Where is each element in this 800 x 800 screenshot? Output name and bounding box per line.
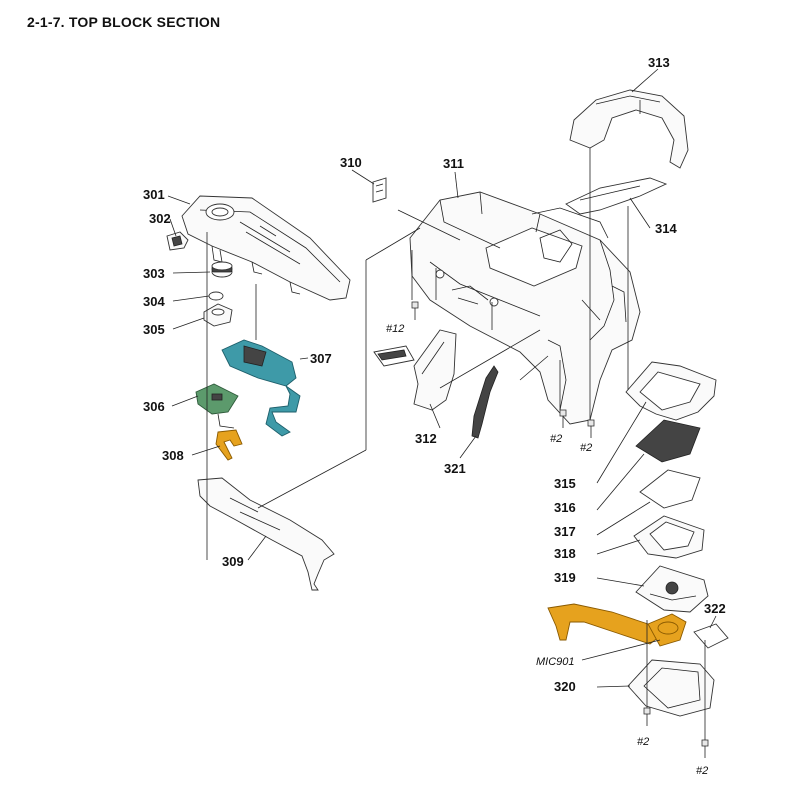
part-313-cover[interactable] (569, 89, 689, 169)
screw-2a (559, 409, 567, 428)
part-306-pcb[interactable] (195, 383, 239, 429)
label-screw-12: #12 (386, 323, 404, 335)
section-title: 2-1-7. TOP BLOCK SECTION (27, 14, 221, 30)
part-319-unit[interactable] (635, 565, 709, 613)
part-310-label[interactable] (372, 177, 387, 203)
screw-12 (411, 301, 419, 320)
part-309-bracket[interactable] (197, 477, 335, 591)
label-311: 311 (443, 156, 464, 171)
label-screw-2b: #2 (580, 442, 592, 454)
screw-2d (701, 739, 709, 758)
label-screw-2d: #2 (696, 765, 708, 777)
label-319: 319 (554, 570, 576, 585)
label-310: 310 (340, 155, 362, 170)
label-308: 308 (162, 448, 184, 463)
label-322: 322 (704, 601, 726, 616)
label-321: 321 (444, 461, 466, 476)
part-321-strip[interactable] (471, 365, 499, 439)
part-320-plate[interactable] (627, 659, 715, 717)
leader-lines (167, 68, 717, 740)
label-317: 317 (554, 524, 576, 539)
label-312: 312 (415, 431, 437, 446)
label-316: 316 (554, 500, 576, 515)
label-screw-2c: #2 (637, 736, 649, 748)
part-322-pad[interactable] (693, 623, 729, 649)
label-318: 318 (554, 546, 576, 561)
label-303: 303 (143, 266, 165, 281)
part-311-top-frame[interactable] (409, 191, 641, 425)
label-305: 305 (143, 322, 165, 337)
part-302-clip[interactable] (166, 231, 189, 251)
part-308-flex[interactable] (215, 429, 243, 461)
part-303-dial[interactable] (211, 261, 233, 278)
label-mic901: MIC901 (536, 656, 575, 668)
label-302: 302 (149, 211, 171, 226)
part-315-frame[interactable] (625, 361, 717, 421)
part-317-sheet[interactable] (639, 469, 701, 509)
part-304-washer[interactable] (208, 291, 224, 301)
part-316-mesh[interactable] (635, 419, 701, 463)
label-314: 314 (655, 221, 677, 236)
label-307: 307 (310, 351, 332, 366)
part-318-holder[interactable] (633, 515, 705, 559)
label-304: 304 (143, 294, 165, 309)
label-301: 301 (143, 187, 165, 202)
label-315: 315 (554, 476, 576, 491)
label-screw-2a: #2 (550, 433, 562, 445)
part-312-panel[interactable] (413, 329, 457, 411)
part-307-flex-board[interactable] (221, 339, 301, 437)
part-312-lid[interactable] (373, 345, 415, 367)
part-labels: 301 302 303 304 305 306 307 308 309 310 … (143, 55, 726, 777)
part-305-switch[interactable] (203, 303, 233, 327)
label-309: 309 (222, 554, 244, 569)
screw-2b (587, 419, 595, 438)
part-301-top-cover[interactable] (181, 195, 351, 301)
label-306: 306 (143, 399, 165, 414)
part-mic901-flex[interactable] (547, 603, 687, 647)
label-313: 313 (648, 55, 670, 70)
part-314-gasket[interactable] (565, 177, 668, 215)
screw-2c (643, 707, 651, 726)
label-320: 320 (554, 679, 576, 694)
